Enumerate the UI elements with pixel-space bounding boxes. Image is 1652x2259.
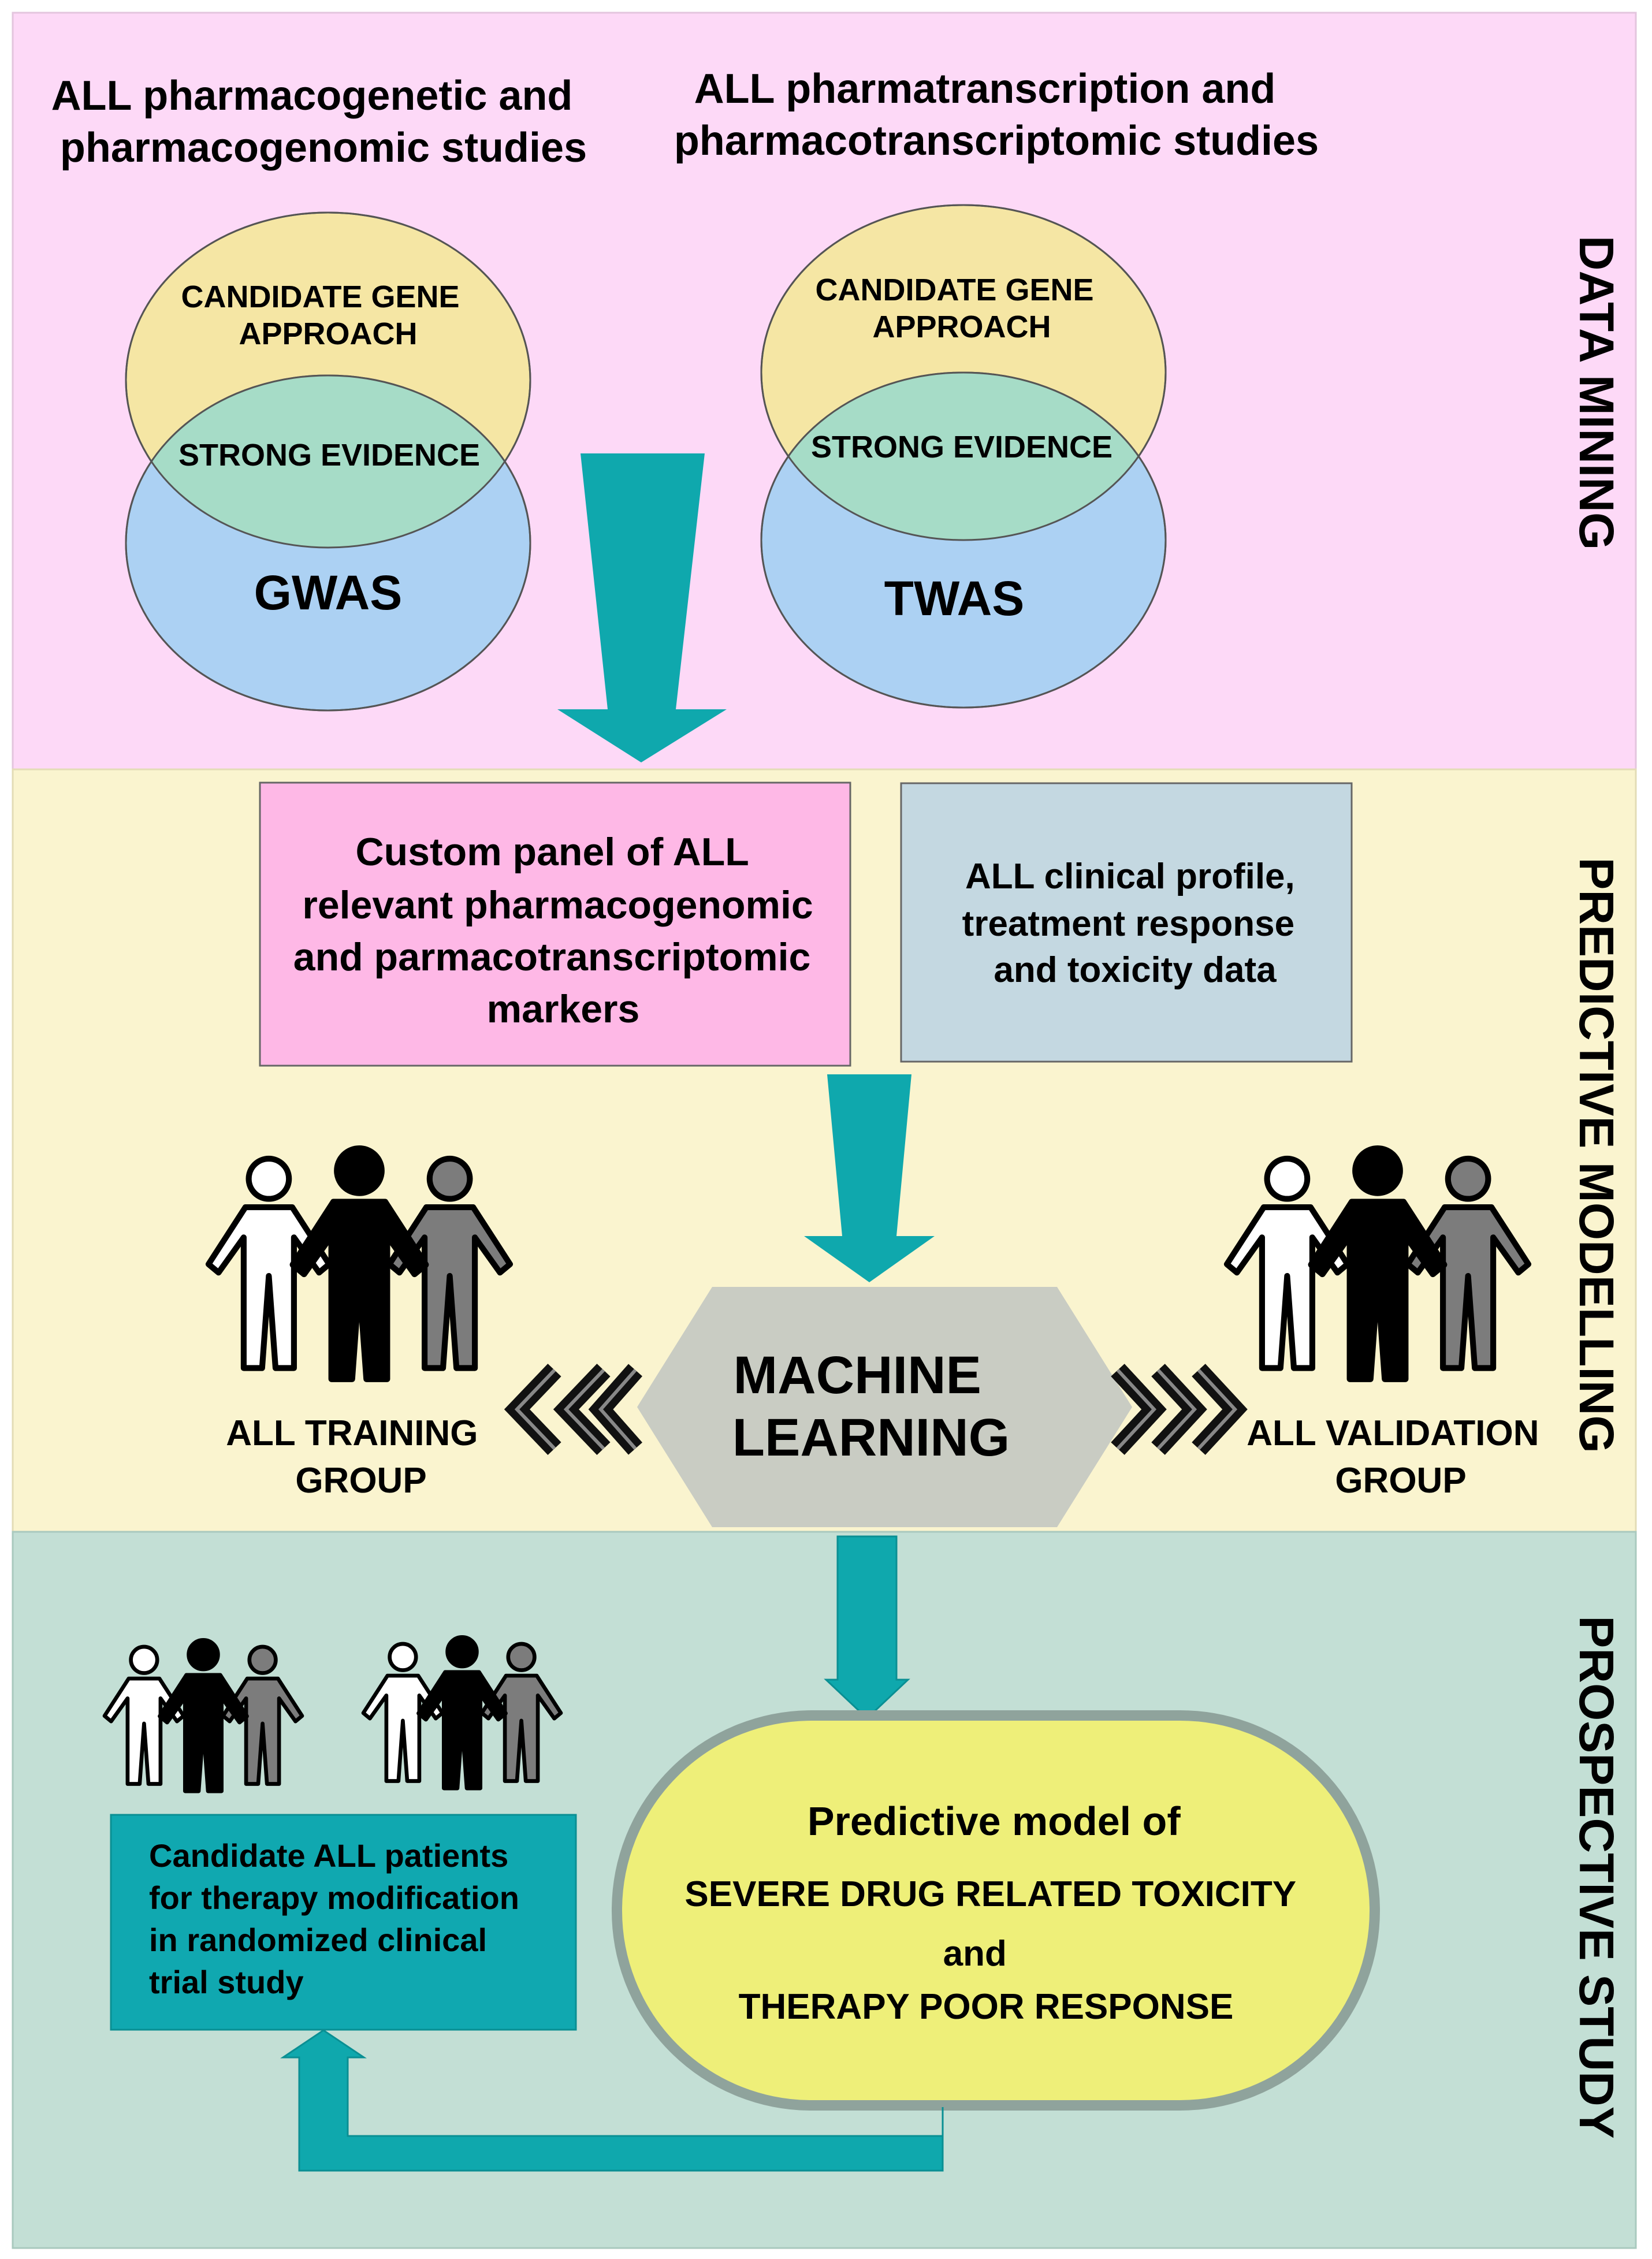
- section-title-prospective-study: PROSPECTIVE STUDY: [1569, 1616, 1624, 2139]
- arrow-down-to-machine-learning: [804, 1074, 935, 1282]
- machine-learning-text: MACHINE LEARNING: [732, 1346, 1010, 1467]
- venn-top-label-right: CANDIDATE GENE APPROACH: [815, 273, 1102, 344]
- left-heading: ALL pharmacogenetic and pharmacogenomic …: [51, 73, 587, 171]
- clinical-profile-box: [900, 782, 1353, 1063]
- left-venn-diagram: CANDIDATE GENE APPROACH STRONG EVIDENCE …: [125, 211, 531, 712]
- section-title-predictive-modelling: PREDICTIVE MODELLING: [1569, 857, 1624, 1453]
- candidate-patients-box: [110, 1814, 577, 2031]
- arrow-down-to-predictive-model: [824, 1535, 910, 1720]
- validation-group-label: ALL VALIDATION GROUP: [1247, 1413, 1549, 1501]
- venn-bottom-label-left: GWAS: [254, 565, 403, 620]
- predictive-model-pill: [612, 1710, 1380, 2111]
- section-title-data-mining: DATA MINING: [1569, 236, 1624, 550]
- clinical-profile-text: ALL clinical profile, treatment response…: [962, 857, 1305, 990]
- venn-overlap-label-right: STRONG EVIDENCE: [811, 430, 1113, 464]
- right-heading: ALL pharmatranscription and pharmacotran…: [674, 66, 1319, 164]
- predictive-model-text: Predictive model of SEVERE DRUG RELATED …: [684, 1799, 1298, 2027]
- custom-panel-box: [259, 781, 851, 1067]
- venn-top-label-left: CANDIDATE GENE APPROACH: [181, 280, 468, 351]
- right-venn-diagram: CANDIDATE GENE APPROACH STRONG EVIDENCE …: [760, 204, 1167, 709]
- training-group-label: ALL TRAINING GROUP: [226, 1413, 488, 1501]
- custom-panel-text: Custom panel of ALL relevant pharmacogen…: [293, 830, 824, 1031]
- chevrons-left-icon: [504, 1363, 642, 1456]
- venn-overlap-label-left: STRONG EVIDENCE: [178, 438, 480, 472]
- chevrons-right-icon: [1111, 1364, 1248, 1455]
- machine-learning-hexagon: [637, 1287, 1132, 1527]
- candidate-patients-text: Candidate ALL patients for therapy modif…: [149, 1837, 529, 2000]
- arrow-down-data-mining: [557, 453, 727, 762]
- venn-bottom-label-right: TWAS: [884, 571, 1025, 626]
